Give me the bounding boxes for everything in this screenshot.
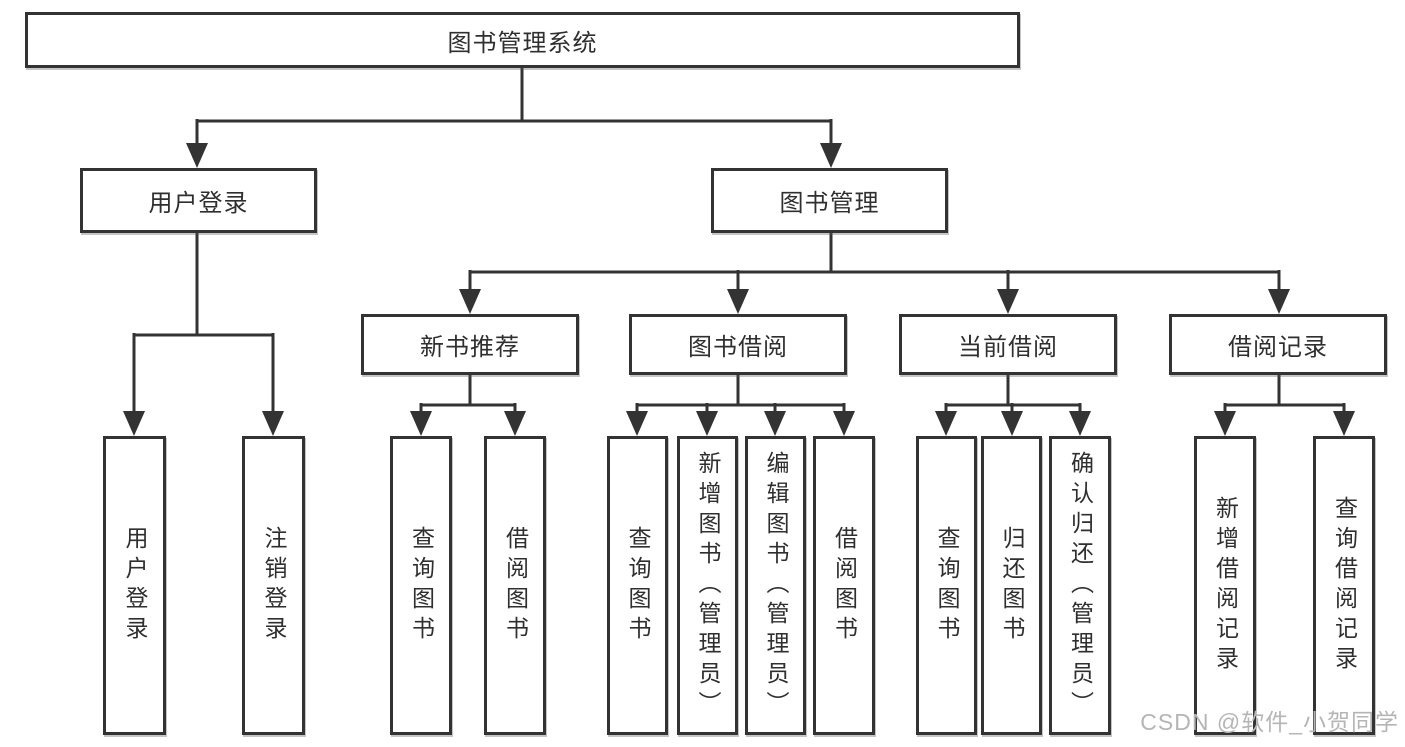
- leaf-label: 查询图书: [408, 525, 435, 646]
- leaf-borrow-books: 借阅图书: [813, 436, 875, 735]
- node-user-login: 用户登录: [80, 168, 317, 233]
- leaf-logout: 注销登录: [242, 436, 305, 735]
- node-borrow-records: 借阅记录: [1169, 314, 1387, 375]
- leaf-query-books-current: 查询图书: [916, 436, 977, 735]
- leaf-query-borrow-record: 查询借阅记录: [1313, 436, 1375, 735]
- leaf-label: 用户登录: [122, 525, 148, 646]
- node-current-borrowing: 当前借阅: [899, 314, 1117, 375]
- arrowhead-icons: [123, 143, 1355, 436]
- leaf-label: 注销登录: [261, 525, 287, 646]
- leaf-return-book: 归还图书: [981, 436, 1042, 735]
- leaf-label: 查询借阅记录: [1331, 495, 1358, 676]
- csdn-watermark: CSDN @软件_小贺同学: [1140, 709, 1399, 735]
- leaf-label: 编辑图书（管理员）: [763, 450, 789, 721]
- leaf-query-books-recommend: 查询图书: [390, 436, 452, 735]
- leaf-edit-book-admin: 编辑图书（管理员）: [745, 436, 806, 735]
- node-book-borrowing: 图书借阅: [629, 314, 847, 375]
- leaf-label: 借阅图书: [831, 525, 858, 646]
- leaf-label: 新增图书（管理员）: [695, 450, 721, 721]
- node-new-book-recommend: 新书推荐: [361, 314, 579, 375]
- leaf-add-borrow-record: 新增借阅记录: [1194, 436, 1256, 735]
- leaf-label: 查询图书: [625, 525, 651, 646]
- leaf-label: 确认归还（管理员）: [1067, 450, 1094, 721]
- leaf-label: 查询图书: [934, 525, 960, 646]
- leaf-query-books-borrow: 查询图书: [607, 436, 668, 735]
- leaf-label: 借阅图书: [502, 525, 529, 646]
- leaf-user-login: 用户登录: [103, 436, 166, 735]
- node-root: 图书管理系统: [25, 12, 1020, 68]
- node-book-management: 图书管理: [711, 168, 948, 233]
- leaf-add-book-admin: 新增图书（管理员）: [677, 436, 738, 735]
- leaf-borrow-books-recommend: 借阅图书: [484, 436, 546, 735]
- leaf-label: 归还图书: [999, 525, 1025, 646]
- leaf-label: 新增借阅记录: [1212, 495, 1239, 676]
- leaf-confirm-return-admin: 确认归还（管理员）: [1049, 436, 1111, 735]
